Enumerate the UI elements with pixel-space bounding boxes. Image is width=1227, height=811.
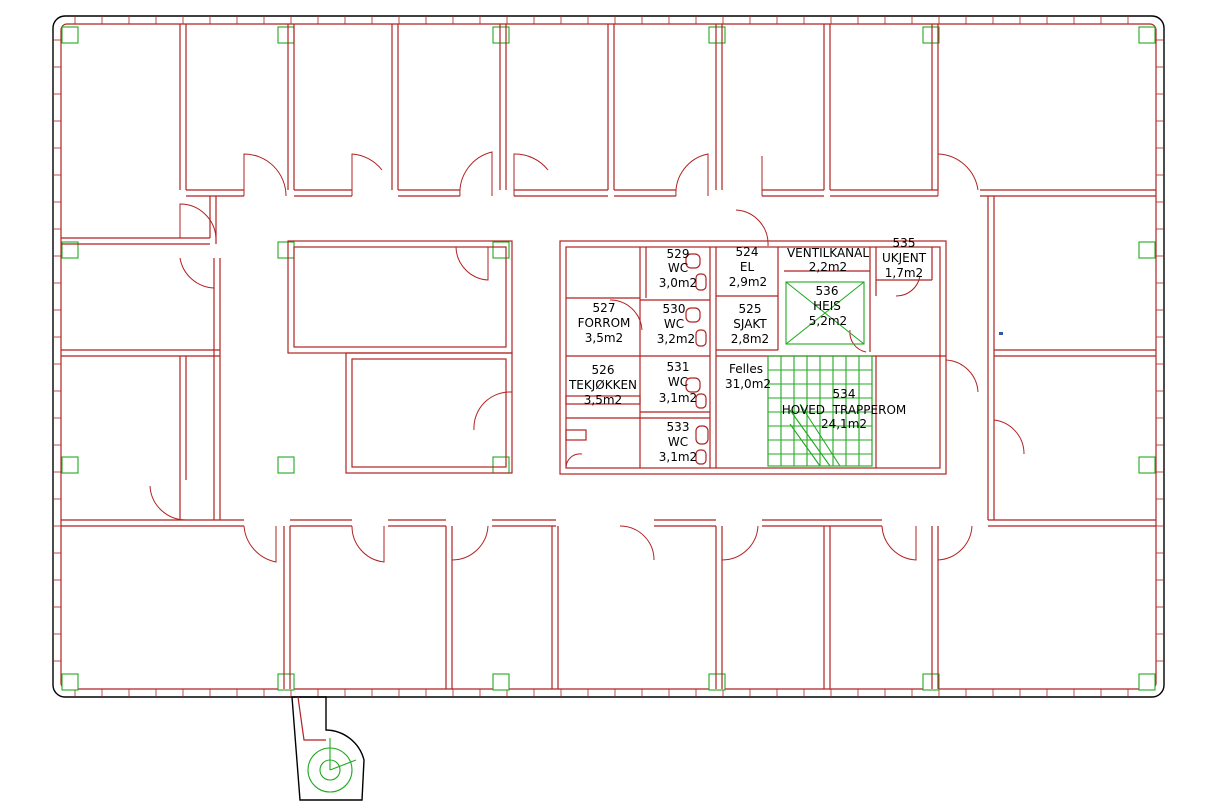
column [492, 26, 510, 44]
room-526-area: 3,5m2 [584, 393, 622, 407]
room-533-number: 533 [667, 420, 690, 434]
room-felles-name: Felles [729, 362, 763, 376]
sanitary-fixtures [565, 253, 709, 465]
room-536-number: 536 [816, 284, 839, 298]
column [492, 456, 510, 474]
room-526-name: TEKJØKKEN [568, 378, 637, 392]
room-535-area: 1,7m2 [885, 266, 923, 280]
room-530-name: WC [664, 317, 684, 331]
column [1138, 26, 1156, 44]
structural-columns [61, 26, 1156, 691]
interior-walls [61, 24, 1156, 689]
room-535-name: UKJENT [882, 251, 927, 265]
room-525-name: SJAKT [733, 317, 767, 331]
column [277, 241, 295, 259]
room-529-number: 529 [667, 247, 690, 261]
column [1138, 673, 1156, 691]
room-534-area: 24,1m2 [821, 417, 867, 431]
column [61, 26, 79, 44]
room-524-number: 524 [736, 245, 759, 259]
column [61, 241, 79, 259]
room-533-name: WC [668, 435, 688, 449]
room-531-name: WC [668, 375, 688, 389]
room-525-number: 525 [739, 302, 762, 316]
room-ventilkanal-name: VENTILKANAL [787, 246, 869, 260]
room-535-number: 535 [893, 236, 916, 250]
window-marks [53, 16, 1164, 697]
column [922, 673, 940, 691]
marker-dot [999, 332, 1003, 335]
column [61, 673, 79, 691]
column [708, 26, 726, 44]
room-531-number: 531 [667, 360, 690, 374]
room-531-area: 3,1m2 [659, 391, 697, 405]
main-staircase [767, 355, 873, 467]
column [492, 241, 510, 259]
room-530-area: 3,2m2 [657, 332, 695, 346]
column [708, 673, 726, 691]
room-526-number: 526 [592, 363, 615, 377]
column [277, 26, 295, 44]
room-527-number: 527 [593, 301, 616, 315]
elevator-shaft [785, 281, 865, 345]
column [922, 26, 940, 44]
column [277, 673, 295, 691]
room-527-area: 3,5m2 [585, 331, 623, 345]
room-524-name: EL [740, 260, 755, 274]
room-524-area: 2,9m2 [729, 275, 767, 289]
exterior-spiral-stair [291, 696, 365, 801]
room-529-name: WC [668, 261, 688, 275]
room-530-number: 530 [663, 302, 686, 316]
column [492, 673, 510, 691]
room-525-area: 2,8m2 [731, 332, 769, 346]
column [277, 456, 295, 474]
room-536-area: 5,2m2 [809, 314, 847, 328]
room-529-area: 3,0m2 [659, 276, 697, 290]
room-534-name: HOVED TRAPPEROM [782, 403, 907, 417]
room-labels: 529 WC 3,0m2 524 EL 2,9m2 VENTILKANAL 2,… [568, 236, 927, 464]
column [61, 456, 79, 474]
room-ventilkanal-area: 2,2m2 [809, 260, 847, 274]
room-felles-area: 31,0m2 [725, 377, 771, 391]
room-527-name: FORROM [578, 316, 631, 330]
door-swings [149, 151, 1025, 563]
room-536-name: HEIS [813, 299, 841, 313]
column [1138, 456, 1156, 474]
column [1138, 241, 1156, 259]
room-534-number: 534 [833, 387, 856, 401]
room-533-area: 3,1m2 [659, 450, 697, 464]
